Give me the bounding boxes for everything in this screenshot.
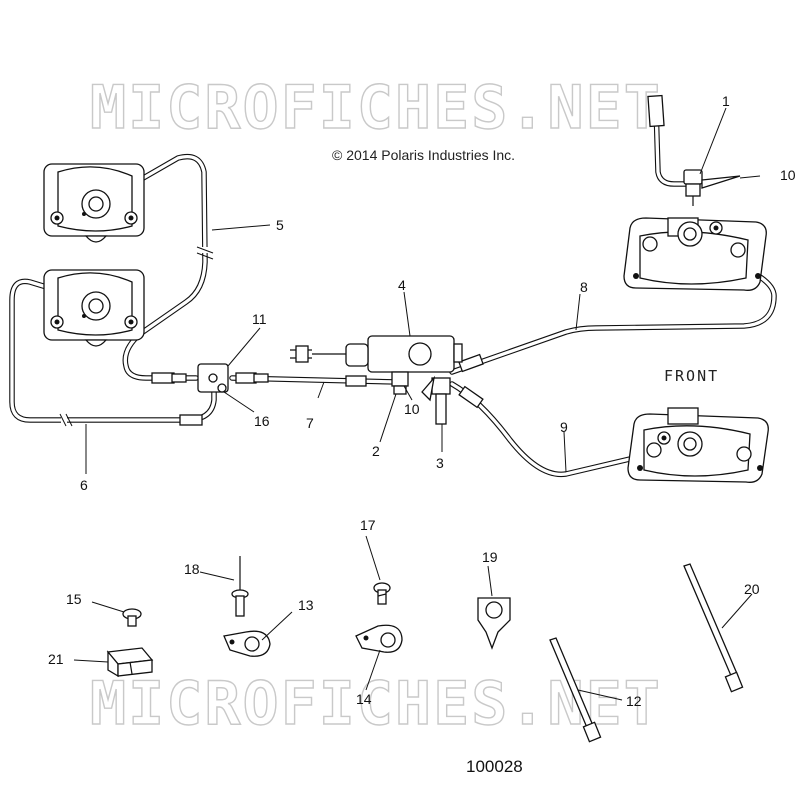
callout-10-top: 10 — [780, 167, 796, 183]
copyright-notice: © 2014 Polaris Industries Inc. — [332, 147, 515, 163]
pressure-switch — [391, 371, 409, 395]
screw-15 — [122, 608, 142, 627]
callout-4: 4 — [398, 277, 406, 293]
brake-line-8 — [449, 245, 777, 375]
rivet-18 — [231, 556, 249, 617]
watermark-top: MICROFICHES.NET — [90, 73, 662, 143]
callout-17: 17 — [360, 517, 376, 533]
brake-line-1 — [653, 103, 693, 187]
callout-2: 2 — [372, 443, 380, 459]
p-clamp-14 — [355, 624, 403, 653]
callout-6: 6 — [80, 477, 88, 493]
callout-5: 5 — [276, 217, 284, 233]
front-label: FRONT — [664, 367, 719, 385]
callout-1: 1 — [722, 93, 730, 109]
callout-13: 13 — [298, 597, 314, 613]
callout-8: 8 — [580, 279, 588, 295]
callout-21: 21 — [48, 651, 64, 667]
front-caliper-lower — [627, 407, 769, 483]
callout-7: 7 — [306, 415, 314, 431]
bracket-bolt-top — [683, 169, 741, 206]
figure-number: 100028 — [466, 757, 523, 776]
leader-lines — [73, 107, 761, 701]
rear-caliper-lower — [43, 269, 145, 347]
cable-tie-12 — [549, 637, 602, 743]
screw-17 — [373, 582, 391, 605]
callout-9: 9 — [560, 419, 568, 435]
callout-19: 19 — [482, 549, 498, 565]
callout-12: 12 — [626, 693, 642, 709]
callout-14: 14 — [356, 691, 372, 707]
brake-line-5 — [109, 153, 208, 381]
callout-16: 16 — [254, 413, 270, 429]
front-caliper-right — [623, 217, 767, 291]
callout-20: 20 — [744, 581, 760, 597]
rear-splitter-block — [197, 363, 229, 393]
watermark-bottom: MICROFICHES.NET — [90, 669, 662, 739]
rear-caliper-upper — [43, 163, 145, 243]
cable-tie-20 — [683, 563, 744, 693]
banjo-fitting-3 — [421, 375, 451, 425]
callout-18: 18 — [184, 561, 200, 577]
p-clamp-13 — [223, 630, 271, 657]
master-cylinder — [290, 335, 463, 373]
clip-21 — [106, 647, 154, 678]
callout-15: 15 — [66, 591, 82, 607]
callout-11: 11 — [252, 311, 267, 327]
grommet-19 — [477, 597, 511, 650]
callout-3: 3 — [436, 455, 444, 471]
callout-10-middle: 10 — [404, 401, 420, 417]
brake-line-6 — [9, 278, 217, 423]
